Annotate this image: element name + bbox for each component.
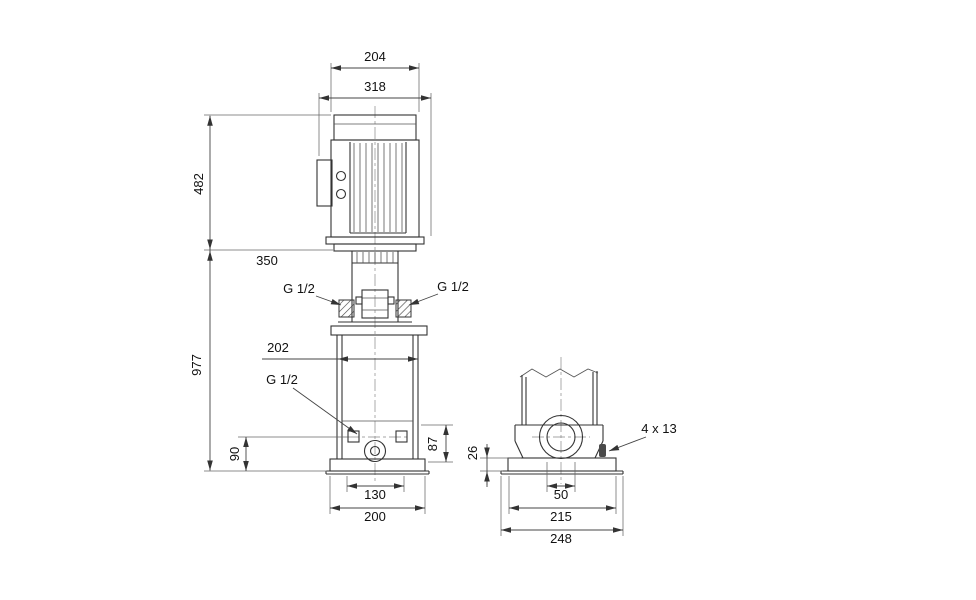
lantern-slots <box>356 252 394 263</box>
dim-label-204: 204 <box>364 49 386 64</box>
dim-label-977: 977 <box>189 354 204 376</box>
dim-label-202: 202 <box>267 340 289 355</box>
dim-label-50: 50 <box>554 487 568 502</box>
gauge-port-left <box>338 299 355 318</box>
port-label-g12-right: G 1/2 <box>437 279 469 294</box>
foundation-bolt-slot <box>599 444 606 457</box>
coupling-lantern <box>330 251 428 336</box>
port-label-g12-drain: G 1/2 <box>266 372 298 387</box>
centerlines <box>347 106 590 484</box>
motor-fins <box>353 143 403 232</box>
terminal-box <box>316 159 333 207</box>
pump-base-front <box>325 458 430 475</box>
dim-label-248: 248 <box>550 531 572 546</box>
dim-label-130: 130 <box>364 487 386 502</box>
dim-label-482: 482 <box>191 173 206 195</box>
side-view <box>500 368 624 475</box>
pump-head-flange <box>330 325 428 336</box>
dim-label-26: 26 <box>465 446 480 460</box>
dimension-annotations: 204 318 482 977 350 202 G 1/2 G 1/2 G 1/… <box>189 49 677 546</box>
pump-sleeve <box>336 335 419 463</box>
dim-label-bolt-holes: 4 x 13 <box>641 421 676 436</box>
dim-label-350: 350 <box>256 253 278 268</box>
motor <box>316 114 425 252</box>
drain-plug-right <box>395 430 408 443</box>
pump-base-side <box>500 457 624 475</box>
dim-label-215: 215 <box>550 509 572 524</box>
dim-label-87: 87 <box>425 437 440 451</box>
port-label-g12-left: G 1/2 <box>283 281 315 296</box>
dim-label-318: 318 <box>364 79 386 94</box>
suction-port-front <box>363 439 387 463</box>
drain-plug-left <box>347 430 360 443</box>
dim-label-200: 200 <box>364 509 386 524</box>
dim-label-90: 90 <box>227 447 242 461</box>
gauge-port-right <box>395 299 412 318</box>
break-line <box>519 368 599 378</box>
front-view <box>316 114 430 475</box>
